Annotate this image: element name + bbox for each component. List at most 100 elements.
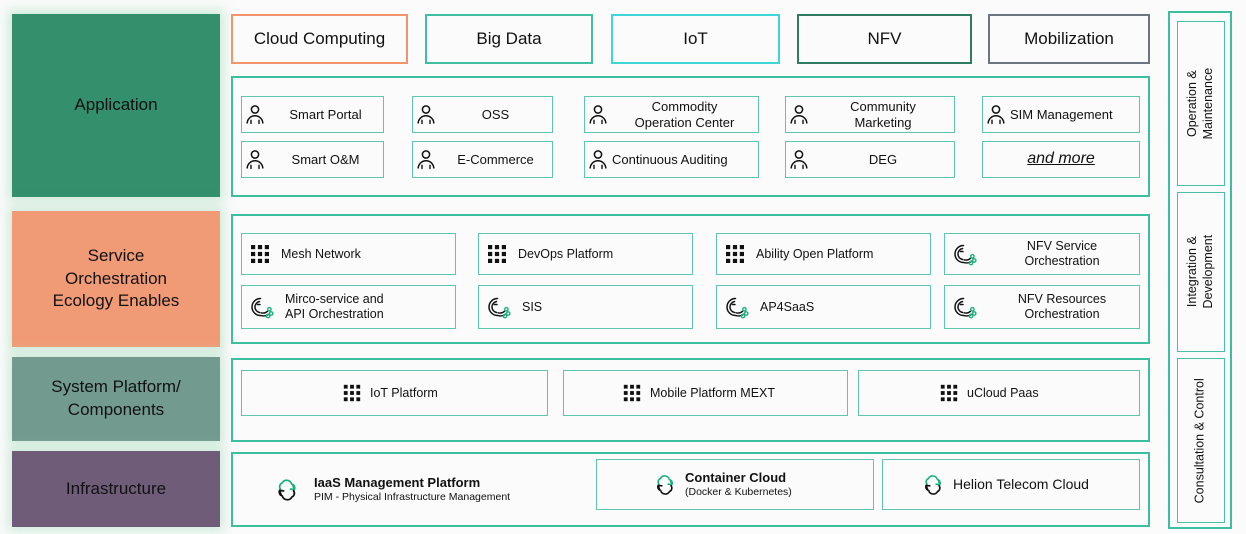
service-item-label: Ability Open Platform xyxy=(756,246,874,261)
category-tab-label: Cloud Computing xyxy=(253,29,386,48)
sidebar-panel-label: Integration &Development xyxy=(1185,235,1215,309)
layer-label-text: Application xyxy=(74,95,158,115)
category-tab-mobilization[interactable]: Mobilization xyxy=(988,14,1150,64)
app-item-continuous-auditing[interactable]: Continuous Auditing xyxy=(584,141,759,178)
person-icon xyxy=(786,147,812,173)
app-item-smart-om[interactable]: Smart O&M xyxy=(241,141,384,178)
infra-item-subtitle: PIM - Physical Infrastructure Management xyxy=(314,491,511,504)
infra-item-title: Container Cloud xyxy=(685,470,787,486)
cloud-refresh-icon xyxy=(883,472,947,498)
sidebar-panel-integration-development[interactable]: Integration &Development xyxy=(1177,192,1225,352)
infra-item-label: Container Cloud (Docker & Kubernetes) xyxy=(679,470,873,498)
grid-dots-icon xyxy=(479,243,515,265)
layer-label-text: Infrastructure xyxy=(65,478,167,498)
system-item-label: uCloud Paas xyxy=(967,385,1039,400)
infra-item-title: IaaS Management Platform xyxy=(314,475,481,491)
category-tab-cloud-computing[interactable]: Cloud Computing xyxy=(231,14,408,64)
system-item-label: IoT Platform xyxy=(370,385,438,400)
cloud-refresh-icon xyxy=(265,476,309,504)
service-item-label: AP4SaaS xyxy=(760,299,815,314)
infra-item-label: IaaS Management Platform PIM - Physical … xyxy=(309,475,595,503)
category-tab-label: Mobilization xyxy=(1024,29,1114,48)
app-item-label: DEG xyxy=(868,151,898,167)
person-icon xyxy=(242,102,268,128)
infra-item-helion-telecom-cloud[interactable]: Helion Telecom Cloud xyxy=(882,459,1140,510)
person-icon xyxy=(585,102,611,128)
service-item-ap4saas[interactable]: AP4SaaS xyxy=(716,285,931,329)
infra-item-title: Helion Telecom Cloud xyxy=(953,476,1089,493)
service-item-label: SIS xyxy=(522,299,543,314)
app-item-label: Continuous Auditing xyxy=(612,151,728,167)
app-item-oss[interactable]: OSS xyxy=(412,96,553,133)
service-item-mesh-network[interactable]: Mesh Network xyxy=(241,233,456,275)
app-item-smart-portal[interactable]: Smart Portal xyxy=(241,96,384,133)
grid-dots-icon xyxy=(859,383,959,403)
grid-dots-icon xyxy=(242,243,278,265)
service-item-sis[interactable]: SIS xyxy=(478,285,693,329)
category-tab-big-data[interactable]: Big Data xyxy=(425,14,593,64)
layer-label-infrastructure: Infrastructure xyxy=(12,451,220,527)
orchestration-icon xyxy=(945,241,985,267)
app-item-label: E-Commerce xyxy=(457,151,534,167)
app-item-e-commerce[interactable]: E-Commerce xyxy=(412,141,553,178)
app-item-and-more[interactable]: and more xyxy=(982,141,1140,178)
orchestration-icon xyxy=(945,294,985,320)
infra-item-label: Helion Telecom Cloud xyxy=(947,476,1139,493)
app-item-label: Smart Portal xyxy=(289,106,362,122)
layer-label-application: Application xyxy=(12,14,220,197)
application-panel xyxy=(231,76,1150,197)
category-tab-iot[interactable]: IoT xyxy=(611,14,780,64)
service-item-ability-open-platform[interactable]: Ability Open Platform xyxy=(716,233,931,275)
category-tab-label: IoT xyxy=(683,29,708,48)
person-icon xyxy=(242,147,268,173)
system-item-label: Mobile Platform MEXT xyxy=(650,385,776,400)
person-icon xyxy=(786,102,812,128)
infra-item-subtitle: (Docker & Kubernetes) xyxy=(685,486,792,499)
category-tab-label: NFV xyxy=(867,29,902,48)
app-item-deg[interactable]: DEG xyxy=(785,141,955,178)
person-icon xyxy=(413,147,439,173)
sidebar-panel-operation-maintenance[interactable]: Operation &Maintenance xyxy=(1177,21,1225,186)
service-item-label: Mesh Network xyxy=(281,246,361,261)
category-tab-label: Big Data xyxy=(476,29,542,48)
infra-item-iaas-management-platform[interactable]: IaaS Management Platform PIM - Physical … xyxy=(265,462,595,517)
infra-item-container-cloud[interactable]: Container Cloud (Docker & Kubernetes) xyxy=(596,459,874,510)
person-icon xyxy=(983,102,1009,128)
person-icon xyxy=(413,102,439,128)
app-item-label: Smart O&M xyxy=(291,151,360,167)
system-item-iot-platform[interactable]: IoT Platform xyxy=(241,370,548,416)
grid-dots-icon xyxy=(564,383,642,403)
orchestration-icon xyxy=(242,294,282,320)
app-item-label: OSS xyxy=(481,106,510,122)
system-item-ucloud-paas[interactable]: uCloud Paas xyxy=(858,370,1140,416)
app-item-sim-management[interactable]: SIM Management xyxy=(982,96,1140,133)
sidebar-panel-consultation-control[interactable]: Consultation & Control xyxy=(1177,358,1225,523)
person-icon xyxy=(585,147,611,173)
category-tab-nfv[interactable]: NFV xyxy=(797,14,972,64)
service-item-devops-platform[interactable]: DevOps Platform xyxy=(478,233,693,275)
layer-label-text: System Platform/Components xyxy=(51,377,181,419)
cloud-refresh-icon xyxy=(597,472,679,498)
orchestration-icon xyxy=(479,294,519,320)
app-item-label: and more xyxy=(1027,150,1095,168)
lifecycle-sidebar: Operation &Maintenance Integration &Deve… xyxy=(1168,11,1232,529)
grid-dots-icon xyxy=(242,383,362,403)
service-item-label: DevOps Platform xyxy=(518,246,614,261)
layer-label-system-platform: System Platform/Components xyxy=(12,357,220,441)
sidebar-panel-label: Operation &Maintenance xyxy=(1185,67,1216,140)
grid-dots-icon xyxy=(717,243,753,265)
system-item-mobile-platform-mext[interactable]: Mobile Platform MEXT xyxy=(563,370,848,416)
orchestration-icon xyxy=(717,294,757,320)
